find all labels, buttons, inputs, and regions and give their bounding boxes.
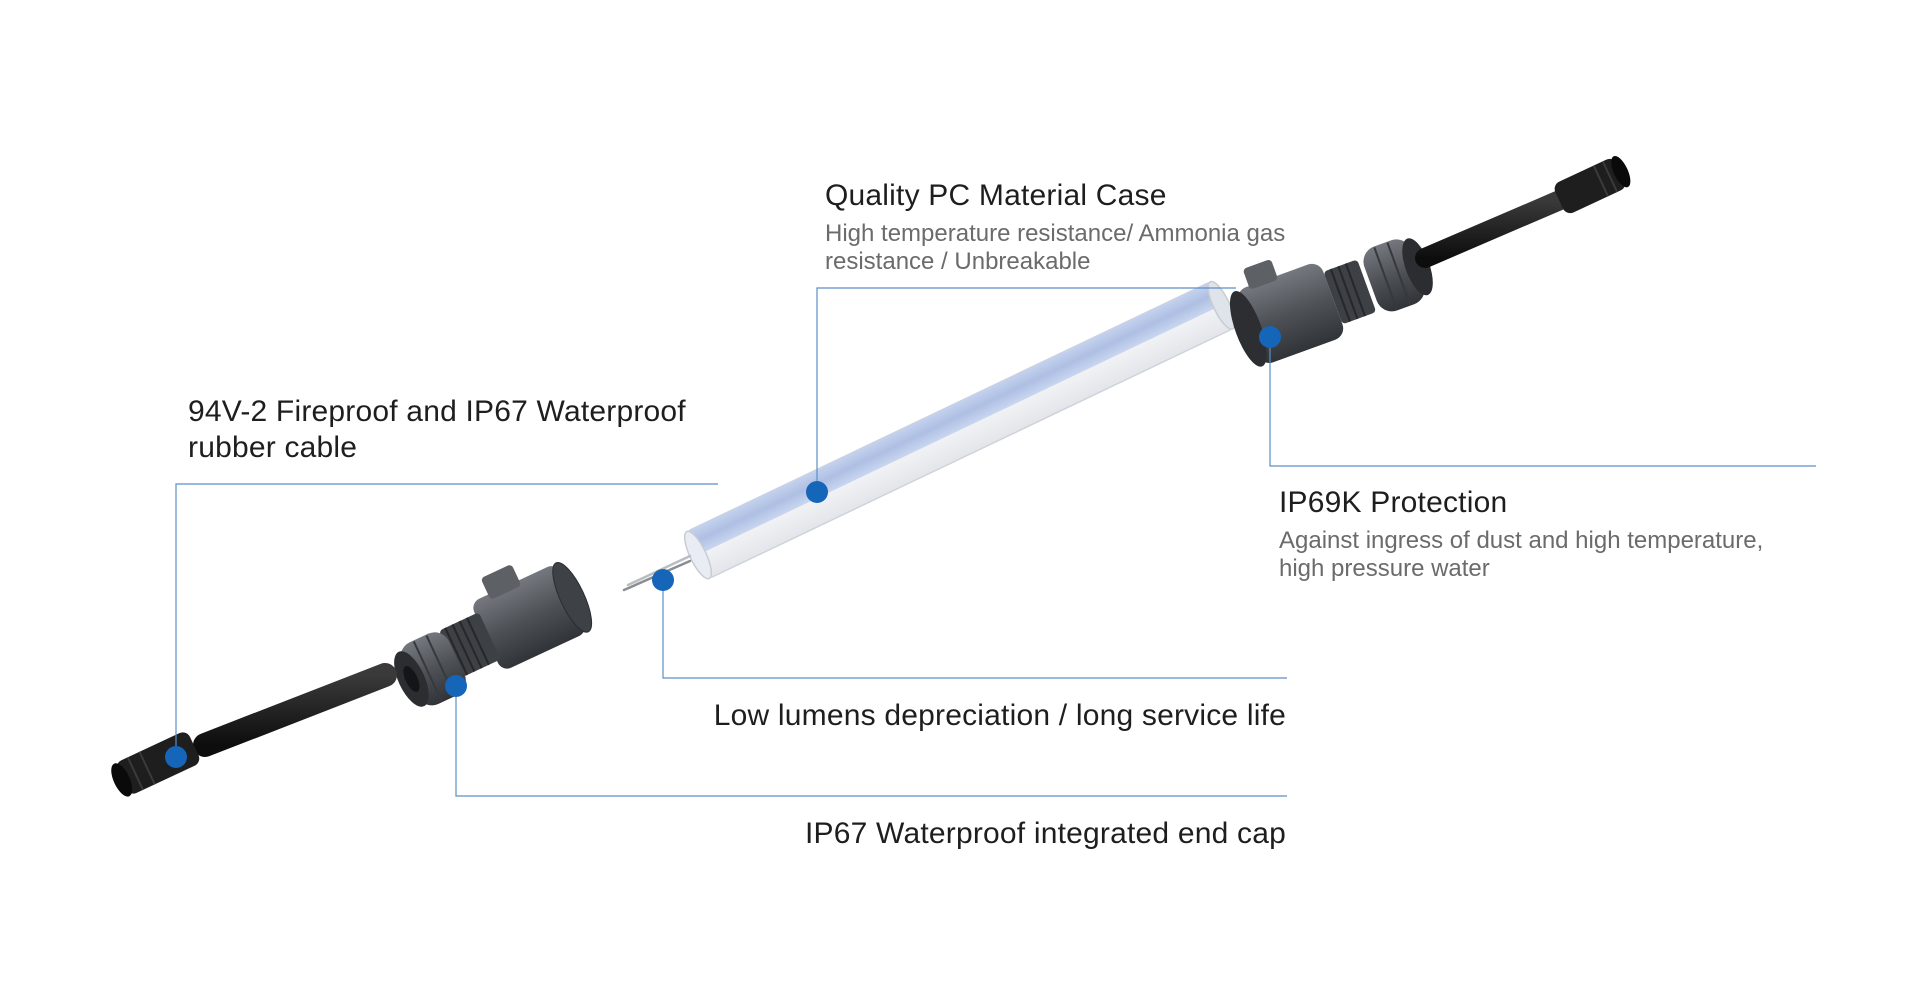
dot-rubber-cable — [165, 746, 187, 768]
callout-pc-case-title: Quality PC Material Case — [825, 179, 1167, 212]
callout-rubber-cable: 94V-2 Fireproof and IP67 Waterproof rubb… — [188, 394, 686, 466]
callout-pc-case-line-1: High temperature resistance/ Ammonia gas — [825, 220, 1286, 247]
leader-ip69k — [1269, 337, 1816, 467]
dot-ip69k — [1259, 326, 1281, 348]
cable-right — [1415, 155, 1631, 268]
dot-lumens — [652, 569, 674, 591]
end-cap-clip — [481, 565, 521, 599]
gland-nut-right — [1363, 238, 1433, 312]
callout-ip69k: IP69K Protection Against ingress of dust… — [1279, 485, 1763, 583]
callout-ip69k-title: IP69K Protection — [1279, 486, 1508, 519]
tube-end-left — [683, 530, 713, 580]
callout-pc-case: Quality PC Material Case High temperatur… — [825, 178, 1285, 276]
tube-diffuser — [688, 283, 1221, 554]
callout-ip69k-text: Against ingress of dust and high tempera… — [1279, 527, 1763, 583]
leader-pc-case — [816, 287, 1236, 492]
callout-dots — [165, 326, 1281, 768]
leader-lines — [175, 287, 1816, 797]
callout-pc-case-text: High temperature resistance/ Ammonia gas… — [825, 220, 1285, 276]
callout-lumens-title: Low lumens depreciation / long service l… — [713, 699, 1286, 732]
callout-end-cap-title: IP67 Waterproof integrated end cap — [805, 817, 1286, 850]
leader-end-cap — [455, 686, 1287, 797]
dot-pc-case — [806, 481, 828, 503]
callout-end-cap: IP67 Waterproof integrated end cap — [805, 816, 1286, 852]
cable-left — [111, 663, 397, 797]
callout-rubber-cable-title: 94V-2 Fireproof and IP67 Waterproof — [188, 395, 686, 428]
led-tube — [683, 280, 1236, 580]
callout-ip69k-line-1: Against ingress of dust and high tempera… — [1279, 527, 1764, 554]
dot-end-cap — [445, 675, 467, 697]
leader-lumens — [662, 580, 1287, 679]
callout-ip69k-line-2: high pressure water — [1279, 555, 1490, 582]
end-cap-left — [440, 562, 593, 677]
end-cap-face-right — [1229, 290, 1267, 367]
end-cap-face — [552, 562, 593, 633]
leader-rubber-cable — [175, 483, 718, 757]
callout-lumens: Low lumens depreciation / long service l… — [714, 698, 1286, 734]
callout-rubber-cable-line-1: rubber cable — [188, 431, 358, 464]
tube-end-right — [1207, 280, 1236, 330]
callout-pc-case-line-2: resistance / Unbreakable — [825, 248, 1091, 275]
